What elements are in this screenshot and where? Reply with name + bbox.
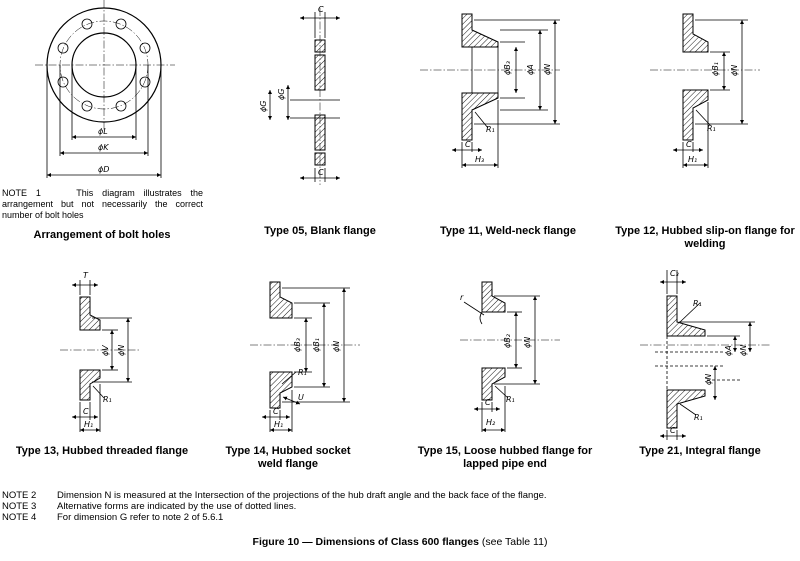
dim-G-t05-b: ϕG xyxy=(277,89,286,100)
caption-type21: Type 21, Integral flange xyxy=(639,445,761,457)
note4: NOTE 4 For dimension G refer to note 2 o… xyxy=(2,512,547,523)
dim-R1-t21-bottom: R₁ xyxy=(694,413,703,422)
caption-bolt-holes: Arrangement of bolt holes xyxy=(33,229,171,241)
dim-R1-t14: R₁ xyxy=(298,368,307,377)
figure-caption-title: Figure 10 — Dimensions of Class 600 flan… xyxy=(252,536,479,548)
note1-text: This diagram illustrates the arrangement… xyxy=(2,188,203,220)
dim-L: ϕL xyxy=(98,127,108,136)
note2: NOTE 2 Dimension N is measured at the In… xyxy=(2,490,547,501)
dim-U-t14: U xyxy=(298,393,304,402)
note1-label: NOTE 1 xyxy=(2,188,41,198)
dim-C-t11: C xyxy=(465,140,471,149)
dim-H1-t14: H₁ xyxy=(274,420,283,429)
caption-type13: Type 13, Hubbed threaded flange xyxy=(15,445,189,457)
dim-H1-t12: H₁ xyxy=(688,155,697,164)
dim-A-t11: ϕA xyxy=(526,64,535,75)
dim-N-t11: ϕN xyxy=(543,64,552,75)
dim-R1-t21-top: R₁ xyxy=(693,299,702,308)
note-label: NOTE 2 xyxy=(2,490,37,501)
note-text: Alternative forms are indicated by the u… xyxy=(57,501,297,512)
type05-drawing: C C ϕG ϕG xyxy=(259,5,340,185)
caption-type14: Type 14, Hubbed socket weld flange xyxy=(225,445,351,470)
type12-drawing: ϕB₁ ϕN R₁ C H₁ xyxy=(650,13,760,168)
caption-type05: Type 05, Blank flange xyxy=(264,225,376,237)
type21-drawing: C₃ R₁ ϕA ϕN ϕN R₁ C xyxy=(640,269,770,440)
type15-drawing: r ϕB₂ ϕN R₁ C H₂ xyxy=(460,281,560,432)
dim-R1-t13: R₁ xyxy=(103,395,112,404)
type14-drawing: ϕB₃ ϕB₁ ϕN R₁ U C H₁ xyxy=(250,281,360,432)
note-label: NOTE 3 xyxy=(2,501,37,512)
dim-T-t13: T xyxy=(83,271,89,280)
dim-N-t12: ϕN xyxy=(730,65,739,76)
dim-C3-t21: C₃ xyxy=(670,269,679,278)
dim-C-t12: C xyxy=(686,140,692,149)
dim-C-t21: C xyxy=(670,426,676,435)
dim-C-t15: C xyxy=(485,398,491,407)
dim-D: ϕD xyxy=(98,165,109,174)
dim-H3-t11: H₃ xyxy=(475,155,484,164)
dim-H1-t13: H₁ xyxy=(84,420,93,429)
dim-B1-t14: ϕB₁ xyxy=(312,338,321,352)
dim-B3-t11: ϕB₃ xyxy=(503,61,512,75)
dim-B3-t14: ϕB₃ xyxy=(293,338,302,352)
dim-A-t21: ϕA xyxy=(724,345,733,356)
note-text: Dimension N is measured at the Intersect… xyxy=(57,490,547,501)
figure-caption-ref: (see Table 11) xyxy=(478,536,548,548)
bolt-hole-arrangement-drawing: ϕL ϕK ϕD xyxy=(35,0,175,178)
dim-N-t21-a: ϕN xyxy=(739,345,748,356)
dim-R1-t11: R₁ xyxy=(486,125,495,134)
dim-C-t05-bottom: C xyxy=(318,168,324,177)
note1: NOTE 1 This diagram illustrates the arra… xyxy=(2,188,203,221)
figure-caption: Figure 10 — Dimensions of Class 600 flan… xyxy=(0,536,800,548)
note3: NOTE 3 Alternative forms are indicated b… xyxy=(2,501,547,512)
type11-drawing: ϕB₃ ϕA ϕN R₁ C H₃ xyxy=(420,13,560,168)
note-label: NOTE 4 xyxy=(2,512,37,523)
note-text: For dimension G refer to note 2 of 5.6.1 xyxy=(57,512,224,523)
dim-K: ϕK xyxy=(98,143,109,152)
dim-R1-t12: R₁ xyxy=(707,124,716,133)
dim-H2-t15: H₂ xyxy=(486,418,496,427)
dim-N-t13: ϕN xyxy=(117,345,126,356)
dim-C-t05-top: C xyxy=(318,5,324,14)
dim-r-t15: r xyxy=(460,293,464,302)
dim-C-t14: C xyxy=(273,407,279,416)
dim-G-t05-a: ϕG xyxy=(259,101,268,112)
dim-B1-t12: ϕB₁ xyxy=(711,62,720,76)
dim-C-t13: C xyxy=(83,407,89,416)
notes-block: NOTE 2 Dimension N is measured at the In… xyxy=(2,490,547,523)
caption-type15: Type 15, Loose hubbed flange for lapped … xyxy=(417,445,593,470)
dim-N-t21-b: ϕN xyxy=(704,374,713,385)
dim-N-t14: ϕN xyxy=(332,341,341,352)
dim-R1-t15: R₁ xyxy=(506,395,515,404)
dim-V-t13: ϕV xyxy=(101,345,110,356)
dim-B2-t15: ϕB₂ xyxy=(503,333,512,348)
dim-N-t15: ϕN xyxy=(523,337,532,348)
type13-drawing: T ϕV ϕN R₁ C H₁ xyxy=(60,271,140,432)
caption-type11: Type 11, Weld-neck flange xyxy=(440,225,576,237)
caption-type12: Type 12, Hubbed slip-on flange for weldi… xyxy=(615,225,795,250)
